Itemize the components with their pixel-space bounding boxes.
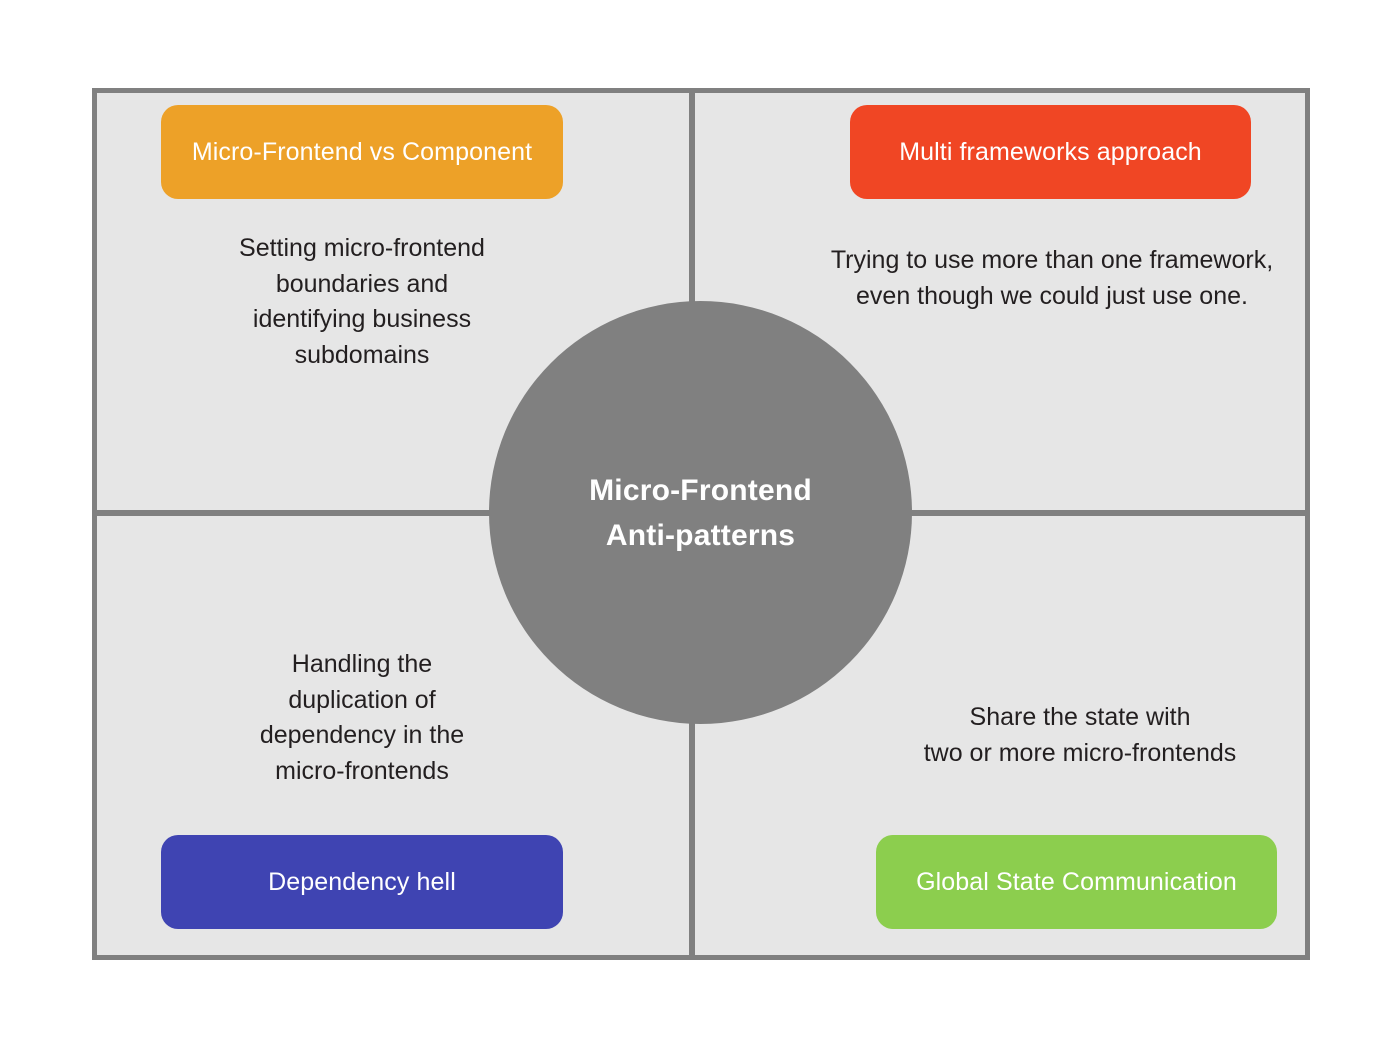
center-hub-circle[interactable]: Micro-Frontend Anti-patterns bbox=[489, 301, 912, 724]
pill-micro-frontend-vs-component[interactable]: Micro-Frontend vs Component bbox=[161, 105, 563, 199]
center-hub-label: Micro-Frontend Anti-patterns bbox=[589, 473, 812, 552]
description-bottom-right: Share the state with two or more micro-f… bbox=[923, 703, 1237, 767]
description-bottom-left: Handling the duplication of dependency i… bbox=[259, 650, 465, 785]
description-top-right: Trying to use more than one framework, e… bbox=[830, 246, 1274, 310]
pill-dependency-hell[interactable]: Dependency hell bbox=[161, 835, 563, 929]
pill-multi-frameworks-approach[interactable]: Multi frameworks approach bbox=[850, 105, 1251, 199]
pill-global-state-communication[interactable]: Global State Communication bbox=[876, 835, 1277, 929]
description-top-left: Setting micro-frontend boundaries and id… bbox=[239, 234, 485, 369]
